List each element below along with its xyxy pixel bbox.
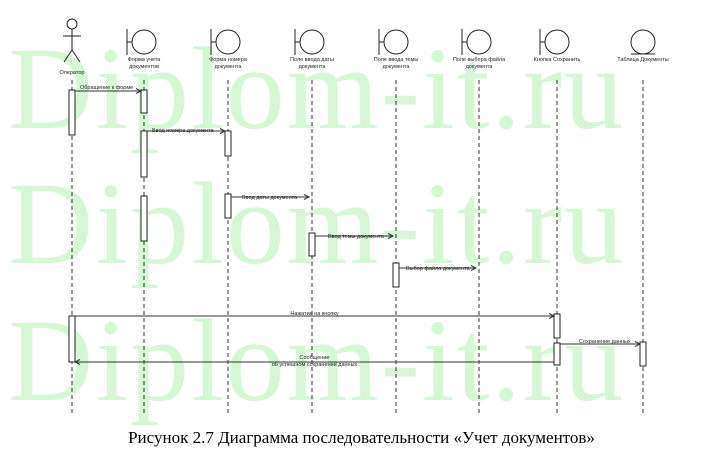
activation-bar [68, 315, 76, 363]
message-label: Сохранение данных [579, 339, 631, 345]
message-arrow-head [634, 341, 642, 347]
actor-label: Оператор [60, 70, 85, 76]
object-label-field-file: документа [466, 64, 494, 70]
message-arrow-head [548, 313, 556, 319]
object-label-field-topic: документа [383, 64, 411, 70]
figure-caption: Рисунок 2.7 Диаграмма последовательности… [128, 428, 595, 447]
message-arrow-head [135, 88, 143, 94]
activation-bar [68, 89, 76, 136]
entity-icon [630, 29, 656, 55]
activation-bar [553, 313, 561, 339]
message-label: Ввод темы документа [328, 234, 385, 240]
activation-bar [140, 89, 148, 114]
message-arrow-return-head [73, 359, 81, 365]
activation-bar [140, 130, 148, 178]
activation-bar [224, 193, 232, 219]
activation-bar [639, 341, 647, 367]
actor-leg-icon [63, 49, 73, 63]
activation-bar [224, 130, 232, 157]
message-label: Ввод даты документа [242, 195, 298, 201]
object-label-table-documents: Таблица Документы [617, 57, 668, 63]
object-label-field-number: документа [215, 64, 243, 70]
boundary-icon [383, 29, 409, 55]
object-label-field-number: Форма номера [209, 57, 248, 63]
object-label-form: Форма учета [128, 57, 162, 63]
object-label-field-file: Поле выбора файла [453, 56, 506, 63]
message-label: Обращение к форме [80, 85, 133, 91]
message-arrow-head [387, 233, 395, 239]
activation-bar [308, 232, 316, 257]
activation-bar [140, 195, 148, 242]
boundary-icon [299, 29, 325, 55]
object-label-field-date: Поле ввода даты [290, 57, 334, 63]
message-arrow-head [219, 128, 227, 134]
object-label-form: документов [129, 64, 159, 70]
object-label-field-date: документа [299, 64, 327, 70]
message-arrow-head [470, 265, 478, 271]
message-label: об успешном сохранении данных [272, 362, 358, 368]
object-label-button-save: Кнопка Сохранить [534, 57, 581, 63]
activation-bar [392, 262, 400, 288]
activation-bar [553, 342, 561, 366]
boundary-icon [215, 29, 241, 55]
boundary-icon [544, 29, 570, 55]
actor-head-icon [66, 18, 78, 30]
boundary-icon [466, 29, 492, 55]
object-label-field-topic: Поле ввода темы [374, 57, 419, 63]
message-label: Нажатие на кнопку [290, 311, 338, 317]
message-label: Выбор файла документа [406, 265, 471, 272]
message-label: Ввод номера документа [152, 128, 215, 134]
boundary-icon [131, 29, 157, 55]
message-label: Сообщение [300, 355, 330, 361]
message-arrow-head [303, 194, 311, 200]
actor-leg-icon [71, 49, 81, 63]
